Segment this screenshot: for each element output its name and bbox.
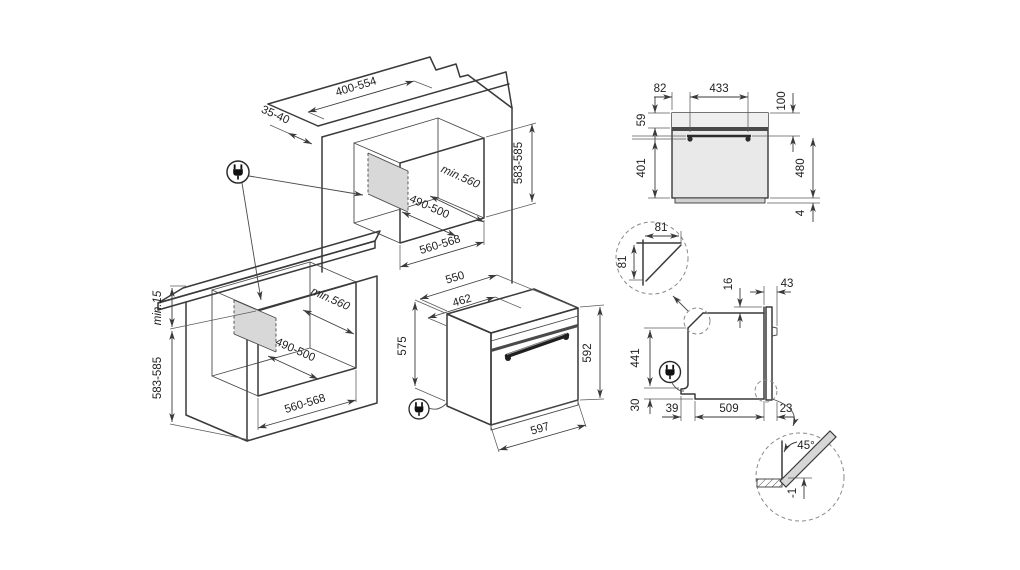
dim-door-thickness: 23 xyxy=(780,403,793,415)
oven-handle xyxy=(504,332,570,361)
oven-dimensions: 550 462 575 592 597 xyxy=(397,270,605,453)
front-view-dimensions: 82 433 100 59 401 480 4 xyxy=(632,83,820,222)
dim-chamfer-width: 81 xyxy=(655,222,668,234)
oven-side xyxy=(446,313,492,426)
mains-connection-callout xyxy=(226,160,364,301)
handle-profile xyxy=(771,326,778,337)
dim-niche-height: 583-585 xyxy=(513,142,525,184)
worktop-edge xyxy=(157,240,376,311)
dim-bottom-recess: 30 xyxy=(630,399,642,412)
dim-body-depth: 509 xyxy=(719,403,738,415)
floor-hatch xyxy=(756,478,783,488)
magnified-detail-circle xyxy=(755,432,845,522)
dim-open-angle: 45° xyxy=(797,440,814,452)
dim-handle-width: 433 xyxy=(709,83,728,95)
dim-depth-total: 550 xyxy=(444,270,466,287)
detail-leader xyxy=(672,295,689,312)
oven-base-strip xyxy=(674,197,766,204)
dim-rear-offset: 39 xyxy=(666,403,679,415)
dim-niche-depth: min.560 xyxy=(439,163,482,191)
oven-view: 550 462 575 592 597 xyxy=(397,270,605,453)
control-panel xyxy=(672,113,768,128)
electrical-connection-zone xyxy=(233,299,277,353)
corner-detail: 81 81 xyxy=(615,221,689,312)
door-profile xyxy=(765,306,773,401)
dim-rear-height: 441 xyxy=(630,348,642,367)
oven-handle-front xyxy=(687,134,751,142)
magnified-detail-circle xyxy=(615,221,689,295)
door-angle-detail: 45° -1 xyxy=(755,398,845,522)
dim-front-clearance: 43 xyxy=(781,278,794,290)
dim-handle-offset: 82 xyxy=(654,83,667,95)
oven-base xyxy=(490,399,579,431)
dim-base-height: 4 xyxy=(795,209,807,216)
electrical-connection-zone xyxy=(367,152,409,213)
dim-top-to-handle: 100 xyxy=(776,91,788,110)
dim-niche-height: 583-585 xyxy=(152,357,164,399)
dim-door-height: 480 xyxy=(795,158,807,177)
worktop-top xyxy=(157,230,381,304)
dim-niche-width: 560-568 xyxy=(283,392,327,416)
dim-niche-width: 560-568 xyxy=(418,233,462,257)
dim-bottom-drop: -1 xyxy=(787,488,799,498)
detail-leader xyxy=(771,398,799,427)
dim-top-lip: 16 xyxy=(723,278,735,291)
dim-height-front: 592 xyxy=(582,343,594,362)
tall-cabinet-view: 400-554 35-40 min.560 490-500 560-568 58… xyxy=(259,56,537,284)
door-detail-marker xyxy=(754,379,778,403)
oven-door xyxy=(490,307,579,426)
dim-handle-to-bottom: 401 xyxy=(636,158,648,177)
dim-control-panel-height: 59 xyxy=(636,114,648,127)
dim-worktop-gap: min.15 xyxy=(152,290,164,325)
power-cable xyxy=(428,402,448,410)
side-view: 16 43 441 30 39 509 23 xyxy=(630,278,794,421)
side-view-dimensions: 16 43 441 30 39 509 23 xyxy=(630,278,794,421)
dim-height-rear: 575 xyxy=(397,336,409,355)
power-cable xyxy=(671,382,685,392)
base-cabinet-view: min.15 583-585 min.560 490-500 560-568 xyxy=(152,230,381,442)
dim-depth-body: 462 xyxy=(451,293,473,310)
dim-width: 597 xyxy=(529,421,551,438)
corner-detail-marker xyxy=(683,307,711,335)
dim-chamfer-height: 81 xyxy=(617,256,629,269)
front-view: 82 433 100 59 401 480 4 xyxy=(632,83,820,222)
open-door xyxy=(779,430,837,488)
